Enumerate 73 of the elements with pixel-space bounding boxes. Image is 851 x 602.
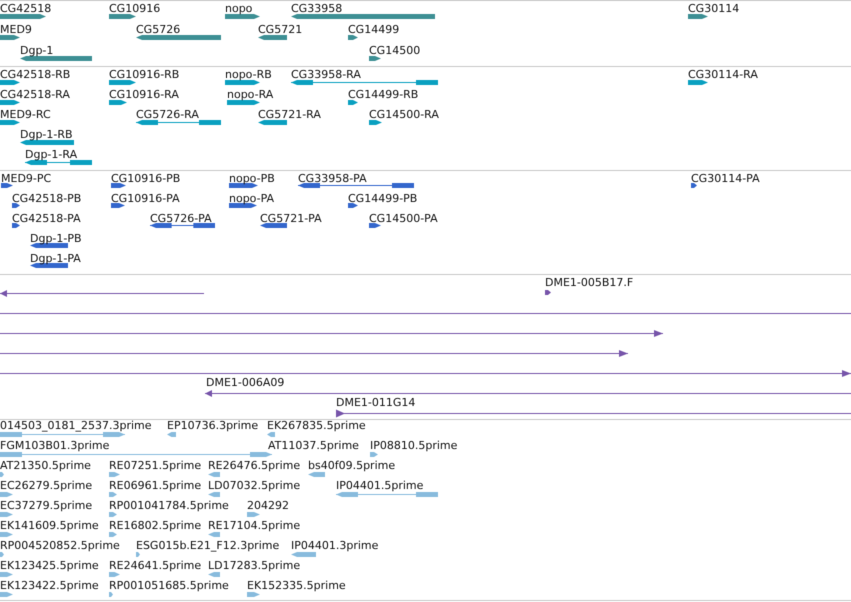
- feature-label: IP08810.5prime: [370, 439, 458, 452]
- feature-label: DME1-011G14: [336, 396, 416, 409]
- feature-label: RE26476.5prime: [208, 459, 300, 472]
- feature-label: MED9-PC: [1, 172, 52, 185]
- feature-label: FGM103B01.3prime: [0, 439, 110, 452]
- feature-label: RE06961.5prime: [109, 479, 202, 492]
- feature-label: ESG015b.E21_F12.3prime: [136, 539, 280, 552]
- feature-label: CG42518-PB: [12, 192, 82, 205]
- feature-label: bs40f09.5prime: [308, 459, 396, 472]
- feature-label: RE17104.5prime: [208, 519, 300, 532]
- feature-label: CG33958-PA: [298, 172, 367, 185]
- feature-label: RE24641.5prime: [109, 559, 202, 572]
- feature-label: CG33958: [291, 2, 342, 15]
- feature-label: MED9: [0, 23, 32, 36]
- feature-label: IP04401.3prime: [291, 539, 378, 552]
- feature-label: EK123425.5prime: [0, 559, 99, 572]
- feature-label: CG42518-PA: [12, 212, 81, 225]
- feature-label: Dgp-1-RB: [20, 128, 73, 141]
- feature-label: CG10916-PB: [111, 172, 180, 185]
- feature-label: EC37279.5prime: [0, 499, 92, 512]
- feature-label: EP10736.3prime: [167, 419, 258, 432]
- feature-label: CG30114: [688, 2, 740, 15]
- feature-label: CG14500: [369, 44, 420, 57]
- feature-label: EK267835.5prime: [267, 419, 366, 432]
- feature-label: RE07251.5prime: [109, 459, 202, 472]
- feature-label: 204292: [247, 499, 289, 512]
- feature-label: RP004520852.5prime: [0, 539, 120, 552]
- feature-label: RE16802.5prime: [109, 519, 202, 532]
- feature-label: IP04401.5prime: [336, 479, 424, 492]
- feature-label: CG33958-RA: [291, 68, 361, 81]
- feature-label: CG14500-RA: [369, 108, 439, 121]
- feature-label: CG10916-RB: [109, 68, 180, 81]
- feature-label: CG10916-PA: [111, 192, 180, 205]
- feature-label: CG5726: [136, 23, 180, 36]
- feature-label: EC26279.5prime: [0, 479, 92, 492]
- feature-label: CG5721: [258, 23, 302, 36]
- feature-label: nopo-PA: [229, 192, 274, 205]
- feature-label: nopo-RB: [225, 68, 272, 81]
- feature-label: CG5726-RA: [136, 108, 199, 121]
- feature-label: 014503_0181_2537.3prime: [0, 419, 152, 432]
- feature-label: CG10916: [109, 2, 160, 15]
- feature-label: EK141609.5prime: [0, 519, 99, 532]
- feature-label: CG14499-RB: [348, 88, 418, 101]
- feature-label: LD17283.5prime: [208, 559, 300, 572]
- feature-label: CG14499-PB: [348, 192, 418, 205]
- feature-label: Dgp-1-PB: [30, 232, 82, 245]
- feature-label: AT11037.5prime: [268, 439, 359, 452]
- feature-label: AT21350.5prime: [0, 459, 91, 472]
- feature-label: CG14500-PA: [369, 212, 438, 225]
- feature-label: CG30114-RA: [688, 68, 758, 81]
- feature-label: nopo-RA: [227, 88, 274, 101]
- feature-label: CG42518-RA: [0, 88, 70, 101]
- feature-label: EK123422.5prime: [0, 579, 99, 592]
- feature-label: Dgp-1-PA: [30, 252, 81, 265]
- feature-label: CG5721-RA: [258, 108, 321, 121]
- feature-label: CG5721-PA: [260, 212, 322, 225]
- feature-label: CG14499: [348, 23, 400, 36]
- feature-label: Dgp-1: [20, 44, 54, 57]
- feature-label: DME1-006A09: [206, 376, 284, 389]
- feature-label: DME1-005B17.F: [545, 276, 634, 289]
- feature-label: CG10916-RA: [109, 88, 179, 101]
- feature-label: LD07032.5prime: [208, 479, 300, 492]
- feature-label: nopo-PB: [229, 172, 275, 185]
- feature-label: nopo: [225, 2, 252, 15]
- feature-label: EK152335.5prime: [247, 579, 346, 592]
- feature-label: CG30114-PA: [691, 172, 760, 185]
- feature-label: MED9-RC: [0, 108, 51, 121]
- feature-label: CG42518: [0, 2, 52, 15]
- feature-label: Dgp-1-RA: [25, 148, 78, 161]
- feature-label: RP001051685.5prime: [109, 579, 229, 592]
- feature-label: CG5726-PA: [150, 212, 212, 225]
- feature-label: RP001041784.5prime: [109, 499, 229, 512]
- feature-label: CG42518-RB: [0, 68, 70, 81]
